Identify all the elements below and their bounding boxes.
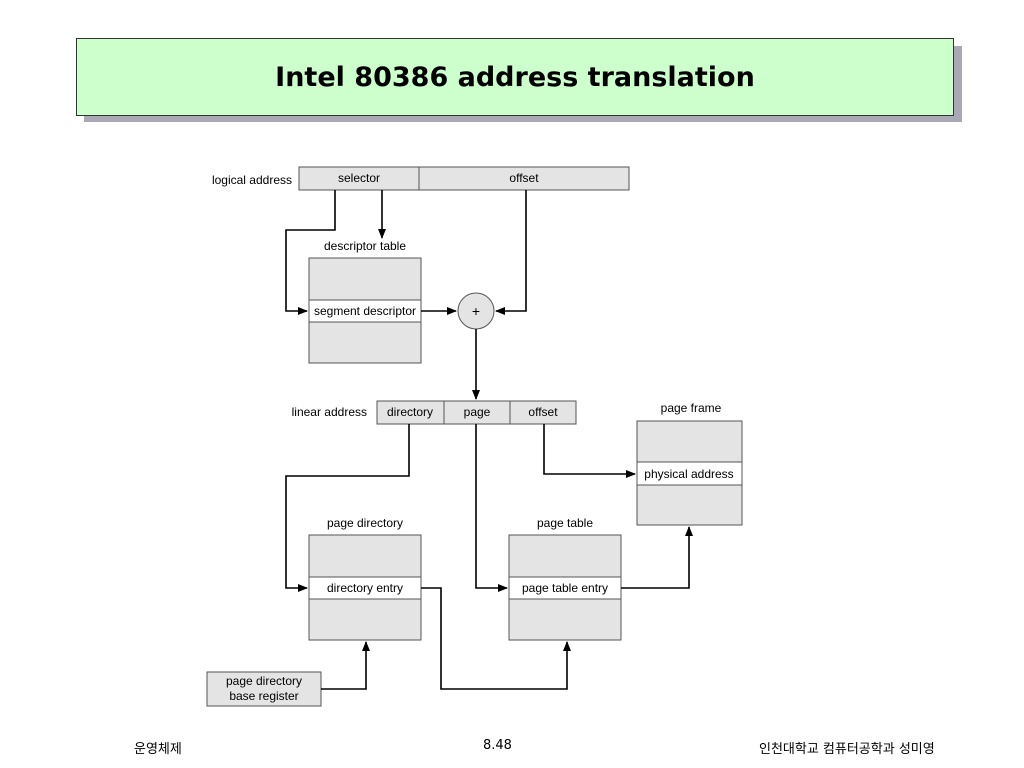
page-table-label: page table	[537, 516, 593, 530]
page-directory-base-register	[206, 671, 322, 707]
base-register-to-page-directory-arrow	[321, 641, 370, 690]
segment-descriptor-text: segment descriptor	[314, 304, 416, 318]
physical-address-text: physical address	[644, 467, 733, 481]
logical-address-label: logical address	[212, 173, 292, 187]
linear-offset-text: offset	[528, 405, 558, 419]
page-table-to-page-frame-arrow	[621, 526, 693, 589]
base-register-line1: page directory	[226, 674, 302, 688]
selector-to-segment-descriptor-arrow	[285, 190, 336, 315]
linear-directory-text: directory	[387, 405, 433, 419]
physical-address-entry	[636, 461, 743, 486]
footer-page-number: 8.48	[483, 738, 512, 753]
offset-to-adder-arrow	[495, 190, 527, 315]
page-to-page-table-entry-arrow	[475, 424, 508, 592]
base-register-line2: base register	[229, 689, 298, 703]
linear-offset-field	[509, 400, 577, 425]
offset-to-physical-address-arrow	[543, 424, 636, 478]
linear-address-label: linear address	[292, 405, 367, 419]
slide-title: Intel 80386 address translation	[275, 61, 755, 93]
directory-entry-to-page-table-arrow	[421, 587, 571, 690]
page-frame-label: page frame	[661, 401, 722, 415]
footer-course: 운영체제	[134, 742, 182, 757]
linear-page-text: page	[464, 405, 491, 419]
logical-offset-field	[418, 166, 630, 191]
title-box: Intel 80386 address translation	[76, 38, 954, 116]
directory-to-directory-entry-arrow	[285, 424, 410, 592]
logical-offset-text: offset	[509, 171, 539, 185]
directory-entry-text: directory entry	[327, 581, 403, 595]
page-table-entry-text: page table entry	[522, 581, 608, 595]
footer-author: 인천대학교 컴퓨터공학과 성미영	[759, 742, 935, 757]
logical-selector-text: selector	[338, 171, 380, 185]
adder-symbol: +	[472, 303, 480, 319]
descriptor-table-label: descriptor table	[324, 239, 406, 253]
page-directory-label: page directory	[327, 516, 403, 530]
